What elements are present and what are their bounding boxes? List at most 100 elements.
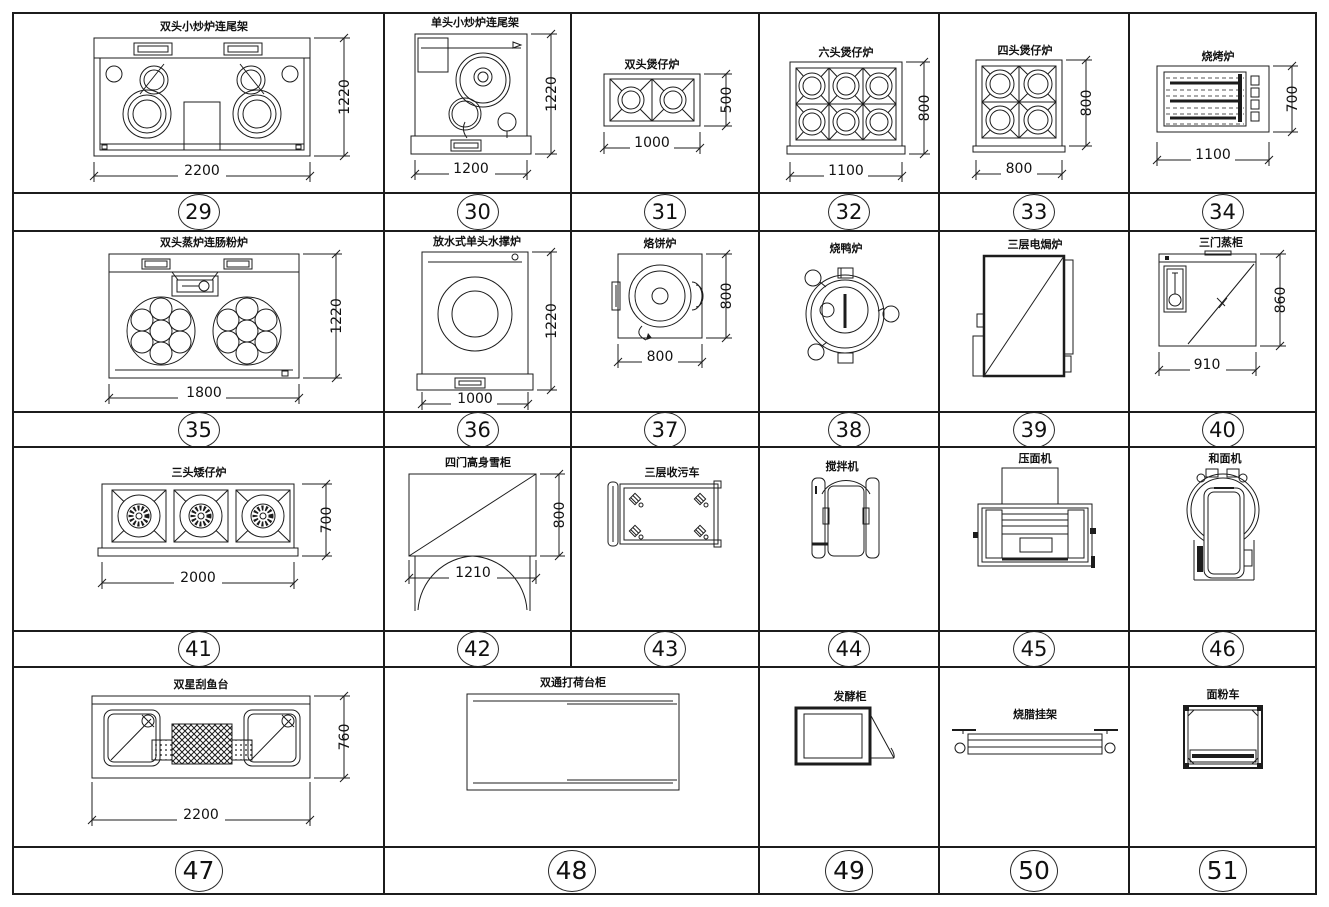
diagram-34-bbq-grill: 烧烤炉 1100 700 [1152, 49, 1301, 166]
item-number-48: 48 [547, 849, 596, 892]
item-number-text: 34 [1209, 200, 1236, 224]
strip-42: 42 [385, 632, 572, 668]
equipment-label: 四门高身雪柜 [445, 455, 511, 469]
diagram-32-six-burner-stove: 六头煲仔炉 1100 800 [785, 45, 933, 182]
dim-width: 1200 [453, 161, 489, 177]
item-number-39: 39 [1013, 413, 1055, 446]
item-number-text: 38 [835, 417, 863, 442]
equipment-label: 三层电焗炉 [1008, 237, 1063, 251]
dim-width: 2200 [184, 163, 220, 179]
dim-width: 2000 [180, 570, 216, 586]
cell-36: 放水式单头水撑炉 1000 1220 [385, 232, 572, 413]
diagram-33-four-burner-stove: 四头煲仔炉 800 800 [971, 43, 1095, 180]
equipment-label: 双头煲仔炉 [625, 57, 680, 71]
item-number-text: 31 [651, 200, 679, 224]
equipment-label: 四头煲仔炉 [998, 43, 1053, 57]
item-number-32: 32 [828, 194, 870, 230]
item-number-text: 36 [464, 417, 491, 442]
cell-30: 单头小炒炉连尾架 1200 1220 [385, 14, 572, 194]
item-number-text: 41 [185, 637, 212, 661]
dim-height: 700 [319, 507, 335, 534]
item-number-text: 48 [555, 856, 588, 885]
item-number-text: 51 [1206, 856, 1239, 885]
item-number-41: 41 [177, 632, 220, 666]
equipment-label: 发酵柜 [833, 689, 867, 703]
cell-35: 双头蒸炉连肠粉炉 1800 1220 [14, 232, 385, 413]
diagram-41-three-burner-low-stove: 三头矮仔炉 2000 700 [97, 465, 335, 589]
item-number-50: 50 [1010, 849, 1058, 892]
equipment-label: 单头小炒炉连尾架 [431, 15, 519, 29]
cell-50: 烧腊挂架 [940, 668, 1130, 848]
item-number-31: 31 [644, 194, 686, 230]
cell-49: 发酵柜 [760, 668, 940, 848]
item-number-text: 29 [185, 200, 212, 224]
diagram-39-electric-oven: 三层电焗炉 [972, 237, 1074, 378]
dim-width: 800 [1006, 161, 1033, 177]
equipment-label: 烧烤炉 [1202, 49, 1235, 63]
equipment-label: 双头蒸炉连肠粉炉 [160, 235, 248, 249]
diagram-31-two-burner-stove: 双头煲仔炉 1000 500 [599, 57, 735, 154]
cell-42: 四门高身雪柜 1210 800 [385, 448, 572, 632]
strip-50: 50 [940, 848, 1130, 893]
cell-46: 和面机 [1130, 448, 1315, 632]
diagram-30-single-wok-range: 单头小炒炉连尾架 1200 1220 [410, 15, 560, 180]
item-number-text: 35 [185, 417, 212, 442]
equipment-label: 压面机 [1019, 451, 1052, 465]
strip-30: 30 [385, 194, 572, 232]
cell-40: 三门蒸柜 910 860 [1130, 232, 1315, 413]
item-number-47: 47 [174, 849, 223, 892]
strip-44: 44 [760, 632, 940, 668]
equipment-label: 三门蒸柜 [1199, 235, 1243, 249]
item-number-33: 33 [1013, 194, 1055, 230]
dim-height: 1220 [329, 298, 345, 334]
item-number-text: 39 [1020, 417, 1048, 442]
cell-34: 烧烤炉 1100 700 [1130, 14, 1315, 194]
item-number-51: 51 [1198, 849, 1247, 892]
item-number-text: 45 [1020, 637, 1048, 661]
dim-height: 1220 [337, 79, 353, 115]
diagram-40-steam-cabinet: 三门蒸柜 910 860 [1154, 235, 1289, 376]
dim-height: 800 [1079, 90, 1095, 117]
strip-31: 31 [572, 194, 760, 232]
cell-48: 双通打荷台柜 [385, 668, 760, 848]
diagram-36-water-stove: 放水式单头水撑炉 1000 1220 [416, 234, 560, 410]
equipment-label: 烧鸭炉 [830, 241, 863, 255]
dim-height: 500 [719, 87, 735, 114]
diagram-37-griddle-stove: 烙饼炉 800 800 [611, 236, 735, 368]
strip-29: 29 [14, 194, 385, 232]
item-number-37: 37 [644, 413, 686, 446]
dim-height: 800 [917, 95, 933, 122]
dim-height: 700 [1285, 86, 1301, 113]
dim-height: 760 [337, 724, 353, 751]
item-number-29: 29 [177, 194, 220, 230]
strip-33: 33 [940, 194, 1130, 232]
item-number-text: 47 [182, 856, 215, 885]
diagram-47-double-sink-fish-table: 双星刮鱼台 2200 760 [87, 677, 353, 826]
diagram-51-flour-cart: 面粉车 [1183, 687, 1263, 769]
strip-49: 49 [760, 848, 940, 893]
strip-38: 38 [760, 413, 940, 448]
dim-width: 1100 [1195, 147, 1231, 163]
dim-height: 860 [1273, 287, 1289, 314]
item-number-text: 49 [833, 856, 865, 885]
strip-39: 39 [940, 413, 1130, 448]
equipment-label: 烧腊挂架 [1013, 707, 1057, 721]
dim-width: 800 [647, 349, 674, 365]
diagram-43-waste-cart: 三层收污车 [607, 465, 722, 548]
strip-34: 34 [1130, 194, 1315, 232]
cell-33: 四头煲仔炉 800 800 [940, 14, 1130, 194]
item-number-49: 49 [825, 849, 873, 892]
diagram-29-double-wok-range: 双头小炒炉连尾架 2200 1220 [89, 19, 353, 182]
dim-width: 1210 [455, 565, 491, 581]
item-number-40: 40 [1201, 413, 1244, 446]
item-number-text: 46 [1209, 637, 1236, 661]
cell-51: 面粉车 [1130, 668, 1315, 848]
dim-height: 1220 [544, 303, 560, 339]
cell-32: 六头煲仔炉 1100 800 [760, 14, 940, 194]
strip-36: 36 [385, 413, 572, 448]
dim-width: 2200 [183, 807, 219, 823]
item-number-text: 40 [1209, 417, 1236, 442]
strip-45: 45 [940, 632, 1130, 668]
strip-40: 40 [1130, 413, 1315, 448]
strip-46: 46 [1130, 632, 1315, 668]
